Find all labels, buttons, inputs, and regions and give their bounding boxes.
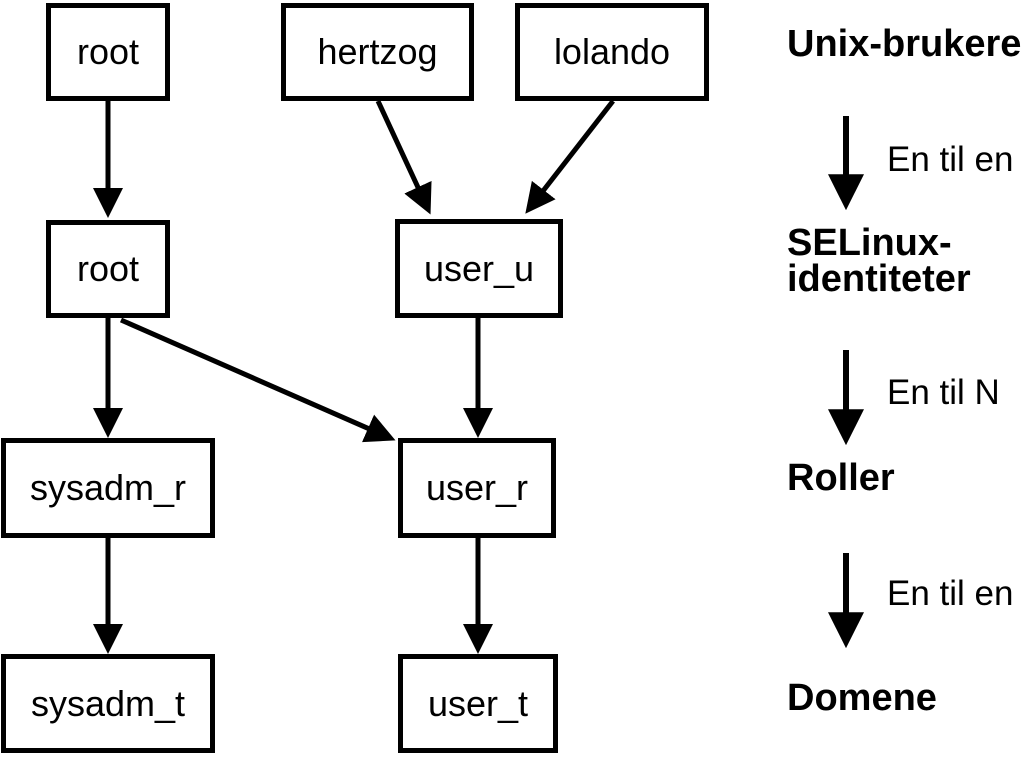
legend-level-roles: Roller — [787, 457, 895, 499]
node-selinux-identity-root: root — [46, 220, 170, 318]
node-selinux-identity-user-u: user_u — [395, 219, 563, 318]
node-domain-user-t: user_t — [398, 654, 558, 753]
edge-hertzog-to-useru — [375, 99, 432, 215]
node-label: hertzog — [317, 31, 438, 72]
legend-mapping-one-to-n: En til N — [887, 373, 1000, 412]
node-label: sysadm_r — [29, 467, 187, 508]
node-unix-user-hertzog: hertzog — [281, 3, 474, 101]
edge-lolando-to-useru — [525, 99, 615, 214]
node-label: root — [76, 31, 140, 72]
node-label: lolando — [553, 31, 671, 72]
node-unix-user-lolando: lolando — [515, 3, 709, 101]
node-role-sysadm-r: sysadm_r — [1, 438, 215, 538]
node-unix-user-root: root — [46, 3, 170, 101]
node-label: user_t — [427, 682, 529, 724]
legend-selinux-line2: identiteter — [787, 258, 971, 300]
node-label: root — [76, 248, 140, 289]
node-label: user_u — [423, 247, 535, 289]
legend-selinux-line1: SELinux- — [787, 222, 952, 264]
legend-mapping-one-to-one-2: En til en — [887, 574, 1014, 613]
legend-level-domains: Domene — [787, 677, 937, 719]
node-label: user_r — [425, 467, 529, 508]
node-domain-sysadm-t: sysadm_t — [1, 654, 215, 753]
node-role-user-r: user_r — [398, 438, 556, 538]
node-label: sysadm_t — [30, 682, 186, 724]
edge-selinuxroot-to-userr — [119, 317, 396, 443]
legend-level-selinux-identities: SELinux- identiteter — [787, 222, 971, 300]
legend-mapping-one-to-one-1: En til en — [887, 140, 1014, 179]
legend-level-unix-users: Unix-brukere — [787, 23, 1022, 65]
